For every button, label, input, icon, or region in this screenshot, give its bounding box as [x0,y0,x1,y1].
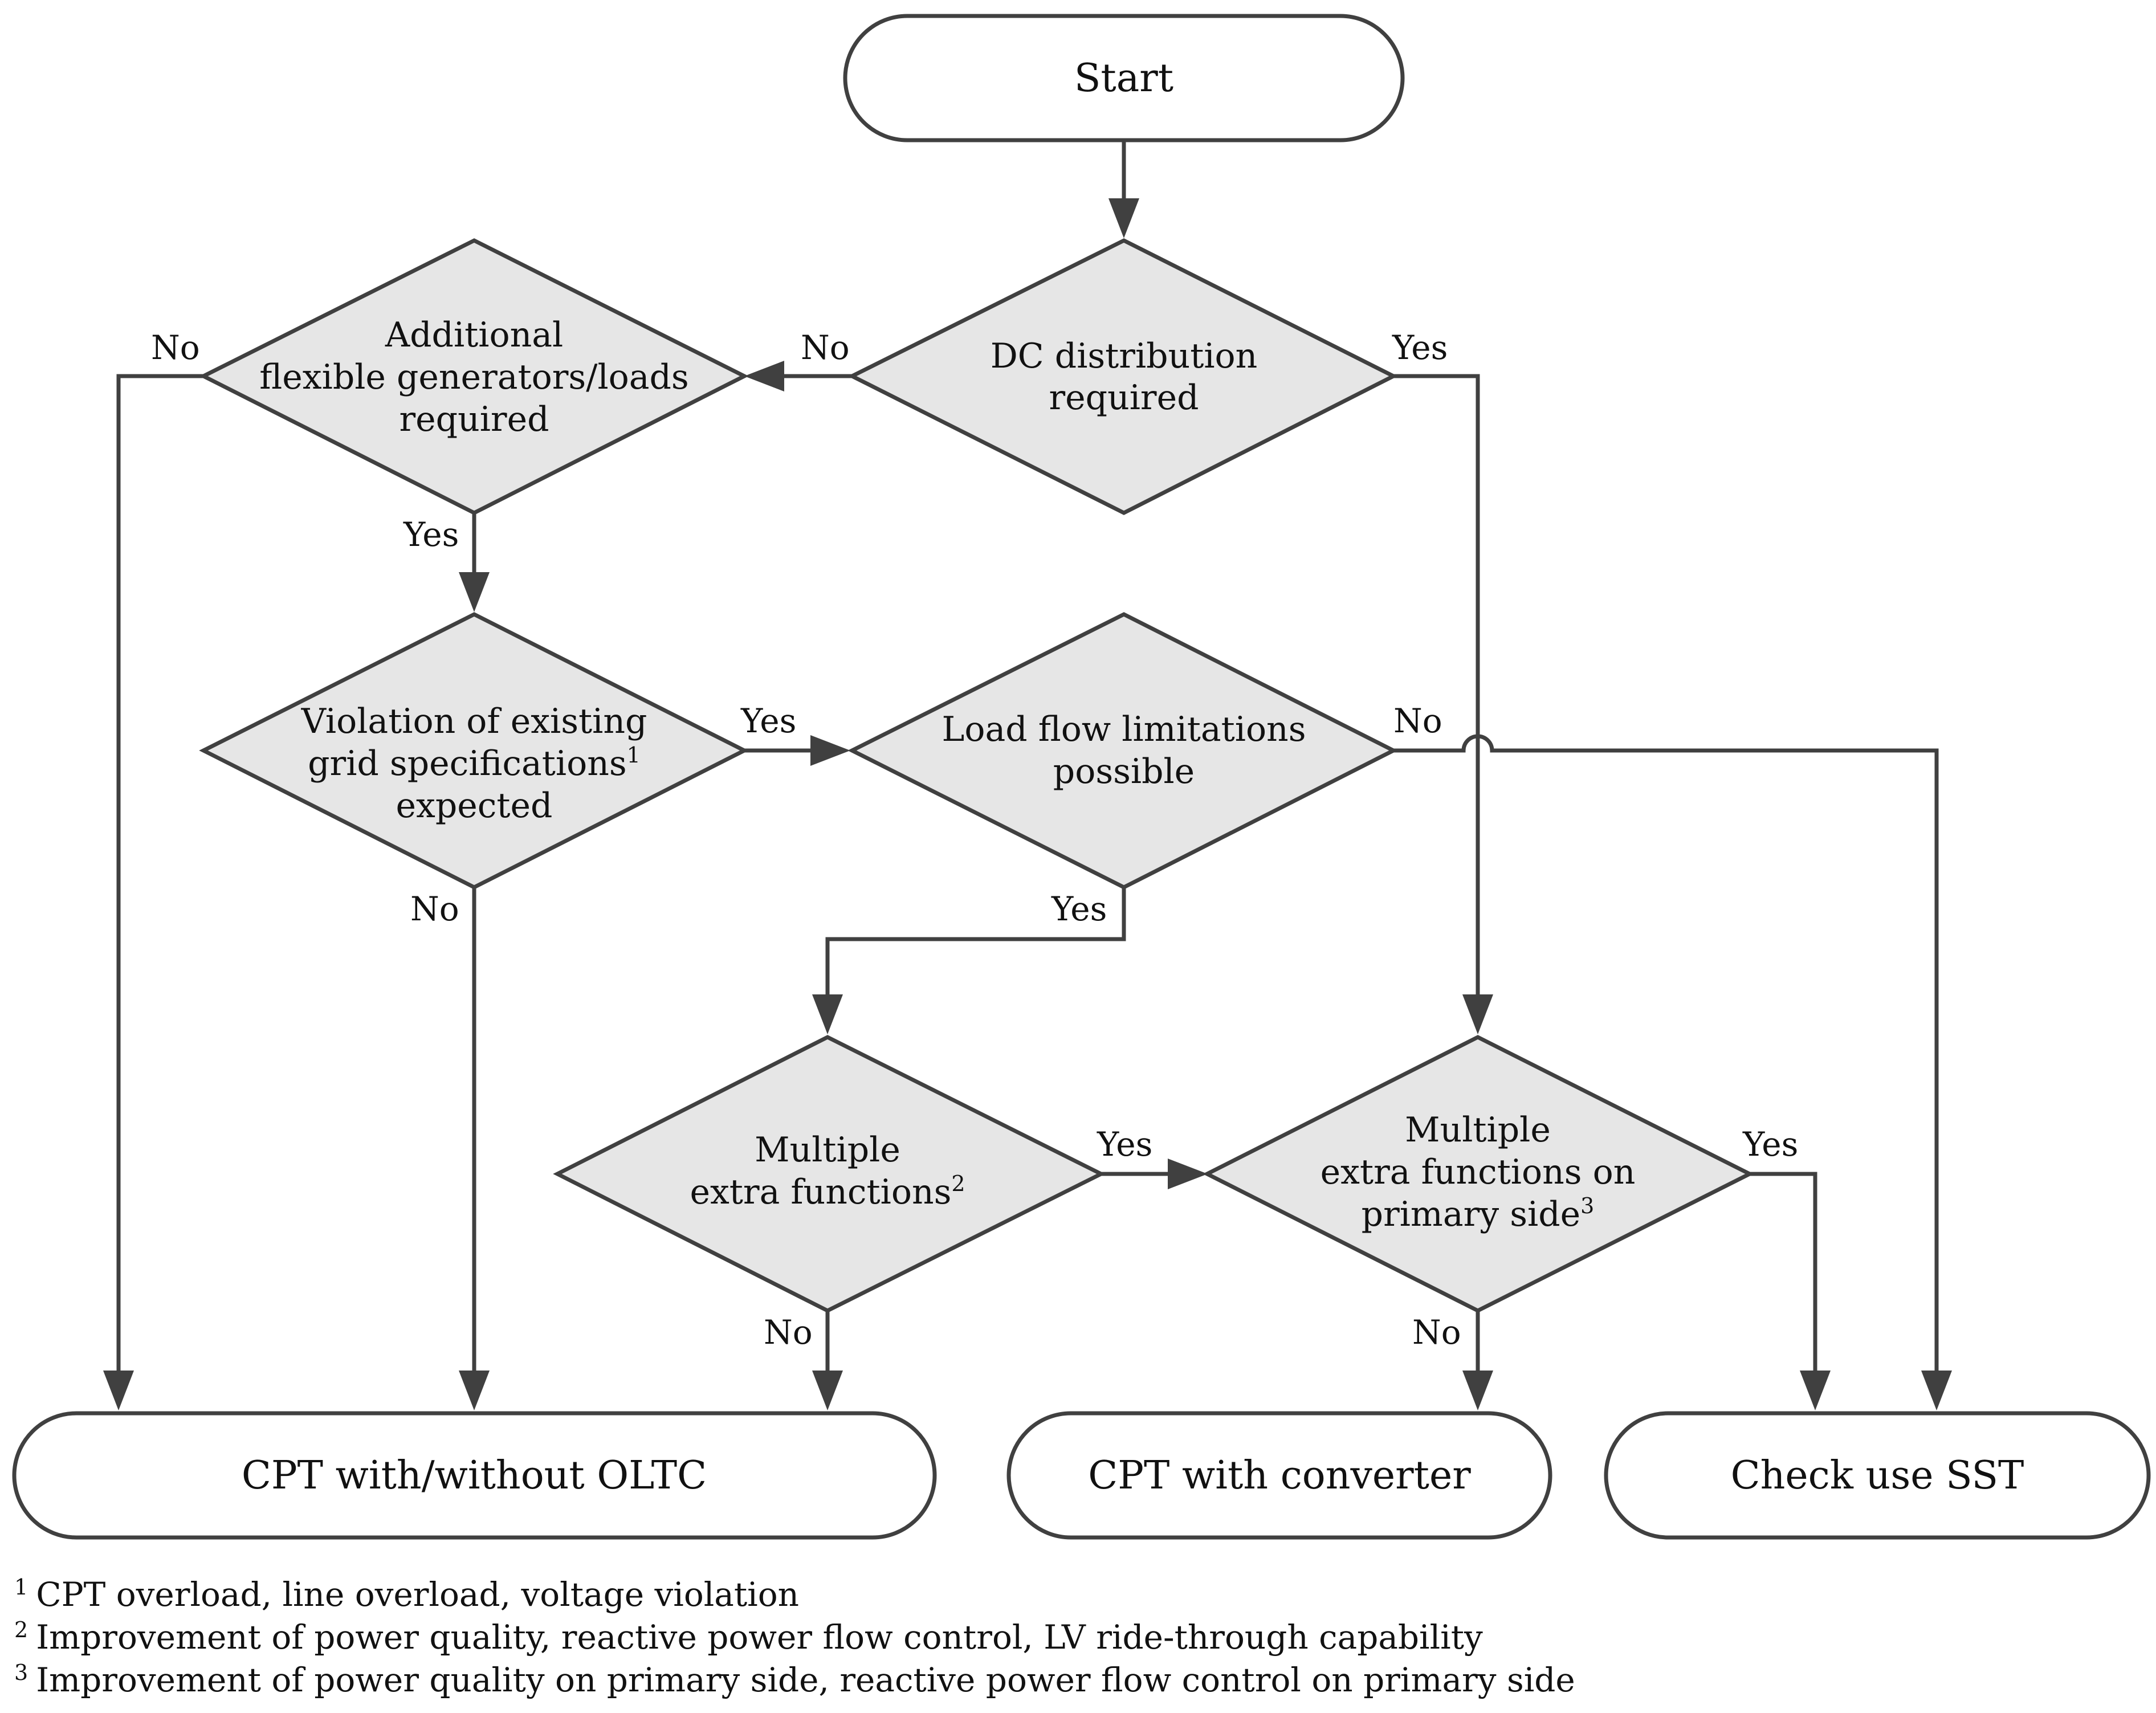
footnote-2-mark: 2 [14,1617,28,1642]
load-flow-line2: possible [1053,752,1195,792]
multiple-extra-primary-line3: primary side3 [1362,1193,1595,1234]
edge-primary-yes [1750,1172,1817,1371]
violation-specs-line2-text: grid specifications [308,744,627,784]
additional-flexible-decision [199,238,749,515]
multiple-extra-primary-decision [1203,1035,1754,1313]
arrowhead [1462,994,1493,1034]
footnote-3-mark: 3 [14,1660,28,1685]
footnote-3: 3 Improvement of power quality on primary… [14,1660,1575,1699]
violation-specs-decision [199,612,749,890]
violation-specs-line3: expected [396,786,553,826]
footnote-1: 1 CPT overload, line overload, voltage vi… [14,1575,799,1614]
edge-label-multiple-yes: Yes [1097,1125,1152,1164]
edge-label-primary-yes: Yes [1742,1125,1798,1164]
additional-flexible-line1: Additional [385,315,563,355]
edge-label-additional-no: No [151,328,200,367]
edge-label-multiple-no: No [764,1313,813,1352]
edge-additional-no [116,374,203,1371]
arrowhead [459,572,490,612]
footnotes: 1 CPT overload, line overload, voltage vi… [14,1575,1575,1699]
multiple-extra-primary-sup: 3 [1580,1193,1594,1218]
edge-dc-yes [1393,374,1480,994]
edge-label-loadflow-no: No [1393,701,1442,740]
load-flow-line1: Load flow limitations [942,709,1306,749]
edge-label-dc-yes: Yes [1392,328,1448,367]
edge-label-additional-yes: Yes [403,515,459,554]
multiple-extra-primary-line2: extra functions on [1321,1152,1636,1192]
additional-flexible-line2: flexible generators/loads [259,357,688,397]
edge-label-dc-no: No [801,328,850,367]
footnote-2-text: Improvement of power quality, reactive p… [36,1618,1483,1657]
arrowhead [810,735,850,766]
multiple-extra-line1: Multiple [755,1130,900,1170]
multiple-extra-sup: 2 [951,1171,965,1196]
edge-label-violation-no: No [410,890,459,928]
cpt-oltc-label: CPT with/without OLTC [242,1453,707,1498]
dc-distribution-line2: required [1049,378,1199,418]
edge-label-primary-no: No [1412,1313,1461,1352]
arrowhead [1168,1159,1208,1189]
violation-specs-sup: 1 [627,743,641,768]
arrowhead [812,1371,843,1410]
cpt-oltc-terminal [12,1411,937,1540]
cpt-converter-terminal [1006,1411,1552,1540]
footnote-1-text: CPT overload, line overload, voltage vio… [36,1575,799,1614]
edge-label-violation-yes: Yes [740,701,796,740]
start-terminal [843,14,1405,142]
multiple-extra-line2: extra functions2 [690,1171,965,1212]
multiple-extra-primary-line1: Multiple [1405,1110,1551,1150]
violation-specs-line2: grid specifications1 [308,743,641,784]
start-label: Start [1074,56,1173,101]
load-flow-decision [847,612,1398,890]
dc-distribution-decision [847,238,1398,515]
arrowhead [812,994,843,1034]
check-sst-label: Check use SST [1731,1453,2024,1498]
edge-label-loadflow-yes: Yes [1051,890,1107,928]
violation-specs-line1: Violation of existing [301,701,647,741]
arrowhead [1108,198,1139,238]
arrowhead [1921,1371,1952,1410]
footnote-2: 2 Improvement of power quality, reactive … [14,1617,1483,1657]
arrowhead [1462,1371,1493,1410]
edge-loadflow-yes [825,887,1126,994]
arrowhead [744,361,784,391]
arrowhead [459,1371,490,1410]
footnote-1-mark: 1 [14,1575,28,1600]
additional-flexible-line3: required [399,399,549,439]
multiple-extra-line2-text: extra functions [690,1172,951,1212]
edge-loadflow-no [1393,734,1939,1371]
footnote-3-text: Improvement of power quality on primary … [36,1661,1575,1699]
check-sst-terminal [1604,1411,2151,1540]
multiple-extra-primary-line3-text: primary side [1362,1194,1581,1234]
multiple-extra-decision [553,1035,1106,1313]
arrowhead [103,1371,134,1410]
dc-distribution-line1: DC distribution [991,336,1258,376]
arrowhead [1800,1371,1831,1410]
cpt-converter-label: CPT with converter [1088,1453,1471,1498]
